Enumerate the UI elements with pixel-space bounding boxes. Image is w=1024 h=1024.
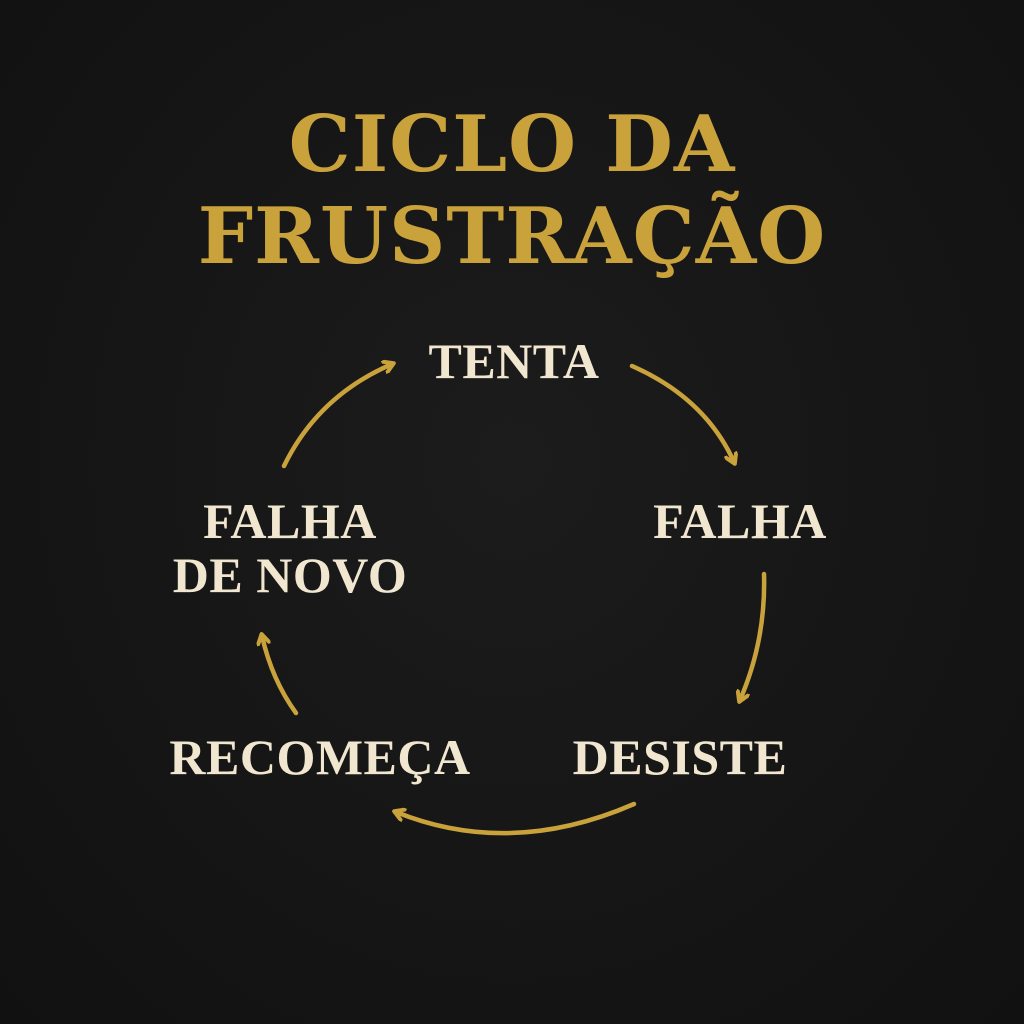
- title-line-2: FRUSTRAÇÃO: [197, 191, 827, 282]
- cycle-step-recomeca: RECOMEÇA: [169, 729, 471, 785]
- cycle-step-falha: FALHA: [653, 493, 827, 549]
- arrow-falha-de-novo-to-tenta: [281, 364, 392, 469]
- title-line-1: CICLO DA: [288, 99, 736, 190]
- cycle-step-desiste: DESISTE: [572, 729, 788, 785]
- cycle-step-falha-de-novo-line-2: DE NOVO: [172, 547, 408, 603]
- cycle-step-falha-de-novo-line-1: FALHA: [203, 493, 377, 549]
- arrow-desiste-to-recomeca: [396, 801, 637, 836]
- arrow-falha-to-desiste: [740, 571, 767, 700]
- arrow-recomeca-to-falha-de-novo: [262, 636, 299, 716]
- cycle-step-tenta: TENTA: [428, 333, 600, 389]
- arrow-tenta-to-falha: [629, 363, 734, 462]
- cycle-step-falha-de-novo: FALHA DE NOVO: [150, 494, 430, 602]
